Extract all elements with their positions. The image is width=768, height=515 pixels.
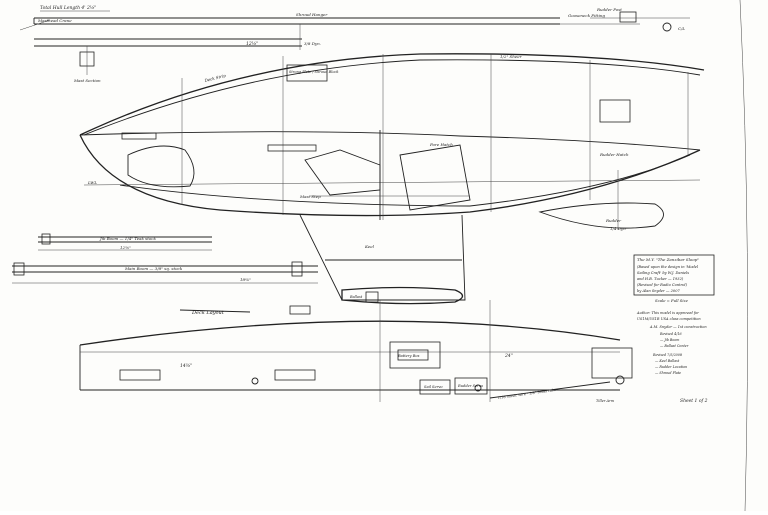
rudder-label: Rudder: [605, 218, 622, 223]
keel-fin: [299, 214, 466, 305]
title-line-1: The M.Y. "The Zanzibar Sloop": [637, 257, 699, 262]
fore-hatch-label: Fore Hatch: [429, 142, 453, 147]
rudder-post-label: Rudder Post: [596, 7, 622, 12]
revision-7: — Shroud Plate: [655, 371, 681, 375]
rudder-size-label: 1/4 Dyn: [610, 226, 626, 231]
gooseneck-label: Gooseneck Fitting: [568, 13, 605, 18]
title-block: [633, 254, 715, 296]
revision-3: — Ballast Center: [660, 344, 689, 348]
shroud-hanger-label: Shroud Hanger: [296, 12, 328, 17]
jib-boom-drawing: [38, 233, 212, 251]
scale-label: Scale = Full Size: [655, 298, 689, 303]
title-line-3: Sailing Craft' by W.J. Daniels: [637, 271, 689, 275]
title-line-4: and H.B. Tucker — 1932): [637, 277, 684, 281]
jib-boom-label: Jib Boom — 1/4" Teak stock: [99, 236, 156, 241]
deck-layout-drawing: [79, 300, 633, 402]
revision-2: — Jib Boom: [660, 338, 679, 342]
deck-length-label: 14⅜": [180, 363, 192, 369]
deck-layout-label: Deck Layout: [191, 310, 225, 316]
revision-6: — Rudder Location: [655, 365, 687, 369]
mast-step-label: Mast Step: [299, 194, 321, 199]
revision-1: Revised 4/16: [659, 332, 682, 336]
deck-strip-label: Deck Strip: [203, 73, 227, 83]
shroud-plate-label: Strong Plate / Shroud Block: [289, 70, 339, 74]
title-line-5: (Revised for Radio Control): [637, 283, 688, 287]
approval-line-1: Author: This model is approved for: [636, 311, 699, 315]
jib-boom-length: 12⅜": [120, 245, 131, 250]
after-hatch-label: Rudder Hatch: [599, 152, 629, 157]
mast-section-label: Mast Section: [73, 78, 101, 83]
title-line-6: by Alan Snyder — 2007: [637, 289, 681, 293]
title-line-2: (Based upon the design in 'Model: [637, 265, 698, 269]
lwl-label: LWL: [87, 180, 97, 185]
sail-servo-label: Sail Servo: [424, 385, 443, 389]
main-boom-length: 18¼": [240, 277, 251, 282]
boom-top-note: 3/8 Dyn.: [304, 41, 321, 46]
main-boom-drawing: [12, 261, 318, 284]
ballast-label: Ballast: [349, 295, 363, 299]
main-boom-label: Main Boom — 3/8" sq. stock: [124, 266, 183, 271]
deck-length-2-label: 24": [504, 353, 513, 359]
center-line-label: C/L: [678, 26, 685, 31]
masthead-crane-label: Masthead Crane: [37, 18, 72, 23]
hull-length-note: Total Hull Length 4' 2⅛": [40, 5, 96, 11]
revision-5: — Keel Ballast: [655, 359, 680, 363]
signature-note: A.M. Snyder — 1st construction: [649, 325, 707, 329]
mast-top-length: 12⅛": [246, 41, 258, 47]
tiller-label: Tiller Arm: [596, 399, 615, 403]
hull-profile: [79, 53, 705, 230]
sheet-number: Sheet 1 of 2: [680, 398, 708, 404]
keel-label: Keel: [364, 244, 375, 249]
approval-line-2: US1M/US1R USA class competition: [637, 317, 701, 321]
sheer-label: 1/2" Sheer: [500, 54, 523, 59]
rudder-servo-label: Rudder Servo: [457, 384, 484, 388]
revision-4: Revised 7/5/2008: [652, 353, 682, 357]
mast-drawing: [19, 10, 690, 75]
battery-box-label: Battery Box: [397, 354, 420, 358]
